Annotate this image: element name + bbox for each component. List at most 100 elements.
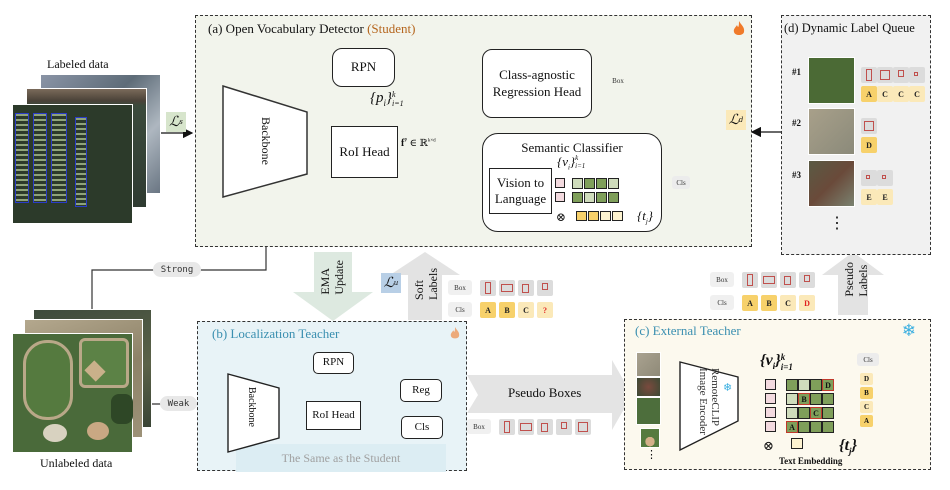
text-embedding-cell bbox=[600, 211, 611, 221]
text-embedding-cell bbox=[576, 211, 587, 221]
soft-label-box-cell bbox=[518, 280, 534, 296]
text-embedding-cell bbox=[791, 438, 803, 449]
text-embedding-cell bbox=[588, 211, 599, 221]
queue-entry-id: #3 bbox=[792, 170, 801, 180]
class-label-cell: A bbox=[742, 295, 758, 311]
loc-teacher-title: (b) Localization Teacher bbox=[212, 326, 340, 341]
pseudo-label-box-cell bbox=[780, 272, 796, 288]
queue-entry-thumbnail bbox=[808, 160, 855, 207]
pseudo-boxes-arrow bbox=[467, 360, 632, 430]
queue-ellipsis: ⋮ bbox=[829, 215, 845, 232]
similarity-cell: D bbox=[822, 379, 834, 391]
similarity-cell bbox=[786, 407, 798, 419]
snowflake-icon: ❄ bbox=[901, 321, 916, 340]
similarity-cell bbox=[798, 407, 810, 419]
queue-entry-id: #1 bbox=[792, 67, 801, 77]
pseudo-label-box-cell bbox=[761, 272, 777, 288]
ext-teacher-title: (c) External Teacher bbox=[635, 323, 741, 338]
class-label-cell: D bbox=[861, 137, 877, 153]
text-embedding-cell bbox=[612, 211, 623, 221]
flame-icon bbox=[450, 327, 460, 345]
similarity-cell bbox=[584, 192, 595, 203]
queue-entry-thumbnail bbox=[808, 57, 855, 104]
similarity-cell bbox=[798, 421, 810, 433]
class-label-cell: C bbox=[877, 86, 893, 102]
crop-thumbnail bbox=[636, 377, 661, 397]
student-roi-head-box: RoI Head bbox=[331, 126, 398, 178]
pseudo-boxes-label: Pseudo Boxes bbox=[508, 385, 582, 400]
queue-box-cell bbox=[861, 67, 877, 83]
ext-output-class: C bbox=[860, 401, 873, 413]
crop-thumbnail bbox=[636, 397, 661, 425]
text-embedding-caption: Text Embedding bbox=[779, 456, 843, 466]
queue-box-cell bbox=[893, 67, 909, 83]
snowflake-icon: ❄ bbox=[723, 382, 733, 394]
pseudo-box-cell bbox=[556, 419, 572, 435]
crop-thumbnail bbox=[640, 428, 660, 448]
ext-output-class: B bbox=[860, 387, 873, 399]
visual-embedding-cell bbox=[555, 192, 565, 202]
labeled-data-caption: Labeled data bbox=[47, 57, 109, 71]
soft-label-box-cell bbox=[480, 280, 496, 296]
loc-teacher-note: The Same as the Student bbox=[236, 444, 446, 472]
similarity-cell bbox=[572, 178, 583, 189]
soft-labels-arrow bbox=[390, 252, 460, 320]
ext-text-embedding-label: {tj} bbox=[839, 437, 858, 457]
pseudo-box-cell bbox=[518, 419, 534, 435]
similarity-cell bbox=[810, 379, 822, 391]
similarity-cell bbox=[584, 178, 595, 189]
feature-space-label: fP ∈ ℝk×d bbox=[401, 138, 436, 149]
class-label-cell: A bbox=[861, 86, 877, 102]
queue-box-cell bbox=[909, 67, 925, 83]
pseudo-label-box-cell bbox=[799, 272, 815, 288]
class-label-cell: B bbox=[761, 295, 777, 311]
class-label-cell: C bbox=[518, 302, 534, 318]
queue-box-cell bbox=[877, 67, 893, 83]
ema-update-arrow bbox=[293, 252, 373, 321]
visual-embedding-cell bbox=[765, 393, 776, 404]
labeled-image-harbor bbox=[12, 104, 133, 224]
student-backbone-label: Backbone bbox=[259, 117, 273, 165]
pseudo-box-cell bbox=[499, 419, 515, 435]
visual-embedding-cell bbox=[765, 407, 776, 418]
weak-augmentation-pill: Weak bbox=[160, 396, 197, 411]
pseudo-box-cell bbox=[575, 419, 591, 435]
student-cls-tag: Cls bbox=[672, 176, 690, 189]
queue-entry-thumbnail bbox=[808, 108, 855, 155]
ext-output-class: D bbox=[860, 373, 873, 385]
crops-ellipsis: ⋮ bbox=[646, 449, 657, 461]
similarity-cell bbox=[822, 393, 834, 405]
similarity-cell bbox=[596, 178, 607, 189]
soft-labels-cls-tag: Cls bbox=[448, 302, 472, 317]
loc-teacher-backbone-label: Backbone bbox=[246, 387, 257, 427]
queue-box-cell bbox=[861, 118, 877, 134]
soft-label-box-cell bbox=[537, 280, 553, 296]
class-label-cell: D bbox=[799, 295, 815, 311]
soft-labels-box-tag: Box bbox=[448, 280, 472, 295]
class-label-cell: B bbox=[499, 302, 515, 318]
pseudo-labels-box-tag: Box bbox=[710, 272, 734, 287]
pseudo-box-cell bbox=[537, 419, 553, 435]
visual-embedding-cell bbox=[555, 178, 565, 188]
visual-embedding-cell bbox=[765, 379, 776, 390]
similarity-cell bbox=[572, 192, 583, 203]
loc-teacher-reg-box: Reg bbox=[400, 379, 442, 402]
pseudo-boxes-box-tag: Box bbox=[467, 419, 491, 434]
similarity-cell bbox=[810, 421, 822, 433]
similarity-cell bbox=[608, 178, 619, 189]
student-title: (a) Open Vocabulary Detector (Student) bbox=[208, 21, 416, 36]
similarity-cell bbox=[608, 192, 619, 203]
class-label-cell: ? bbox=[537, 302, 553, 318]
ext-otimes-icon: ⊗ bbox=[763, 438, 774, 453]
ext-output-class: A bbox=[860, 415, 873, 427]
visual-embedding-cell bbox=[765, 421, 776, 432]
queue-box-cell bbox=[861, 170, 877, 186]
